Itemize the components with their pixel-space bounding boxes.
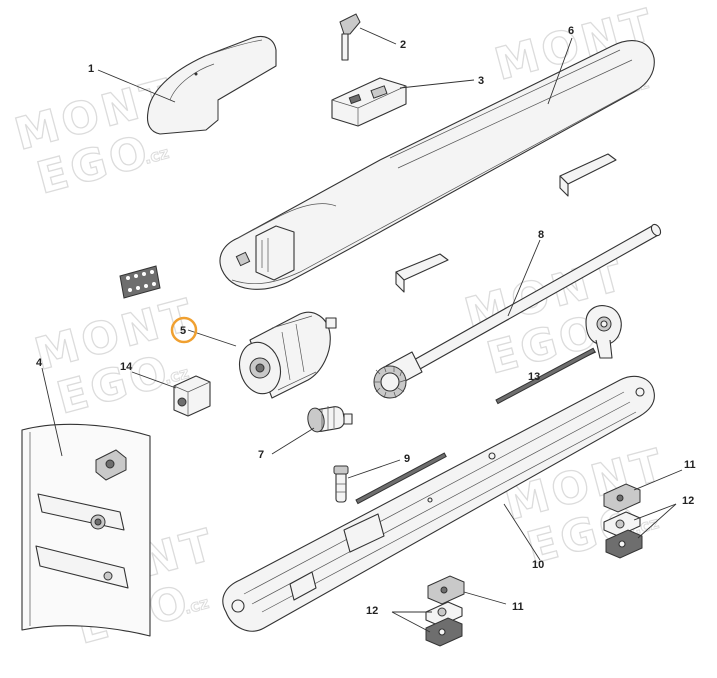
callout-12-right: 12 <box>682 495 694 507</box>
part-8-worm-screw <box>373 223 662 399</box>
callout-labels: 1 2 3 4 5 6 7 8 9 10 11 11 12 12 13 14 <box>36 25 696 617</box>
callout-14: 14 <box>120 361 133 373</box>
part-3-lock-block <box>331 77 475 127</box>
part-11-12-bottom-group <box>391 575 507 647</box>
terminal-block <box>119 265 161 299</box>
callout-9: 9 <box>404 453 410 465</box>
callout-5: 5 <box>180 325 186 337</box>
part-14-block <box>131 371 211 417</box>
callout-2: 2 <box>400 39 406 51</box>
callout-3: 3 <box>478 75 484 87</box>
bracket-angle-upper <box>559 153 617 197</box>
part-1-cover-cap <box>97 35 277 135</box>
callout-4: 4 <box>36 357 43 369</box>
callout-7: 7 <box>258 449 264 461</box>
callout-12-bottom: 12 <box>366 605 378 617</box>
callout-13: 13 <box>528 371 540 383</box>
part-11-12-right-group <box>603 469 683 559</box>
callout-8: 8 <box>538 229 544 241</box>
callout-10: 10 <box>532 559 544 571</box>
part-4-accessory-bag <box>21 367 151 637</box>
part-13-nut <box>551 305 622 373</box>
part-5-motor <box>187 311 337 399</box>
callout-6: 6 <box>568 25 574 37</box>
callout-11-bottom: 11 <box>512 601 524 613</box>
callout-1: 1 <box>88 63 94 75</box>
part-6-upper-housing <box>219 37 655 290</box>
part-7-gear <box>271 406 353 455</box>
part-9-pin <box>333 459 401 503</box>
bracket-angle-lower <box>395 253 449 293</box>
highlight-ring-item-5 <box>170 316 198 344</box>
callout-11-right: 11 <box>684 459 696 471</box>
part-2-key <box>339 13 397 61</box>
part-10-lower-housing <box>222 347 655 632</box>
